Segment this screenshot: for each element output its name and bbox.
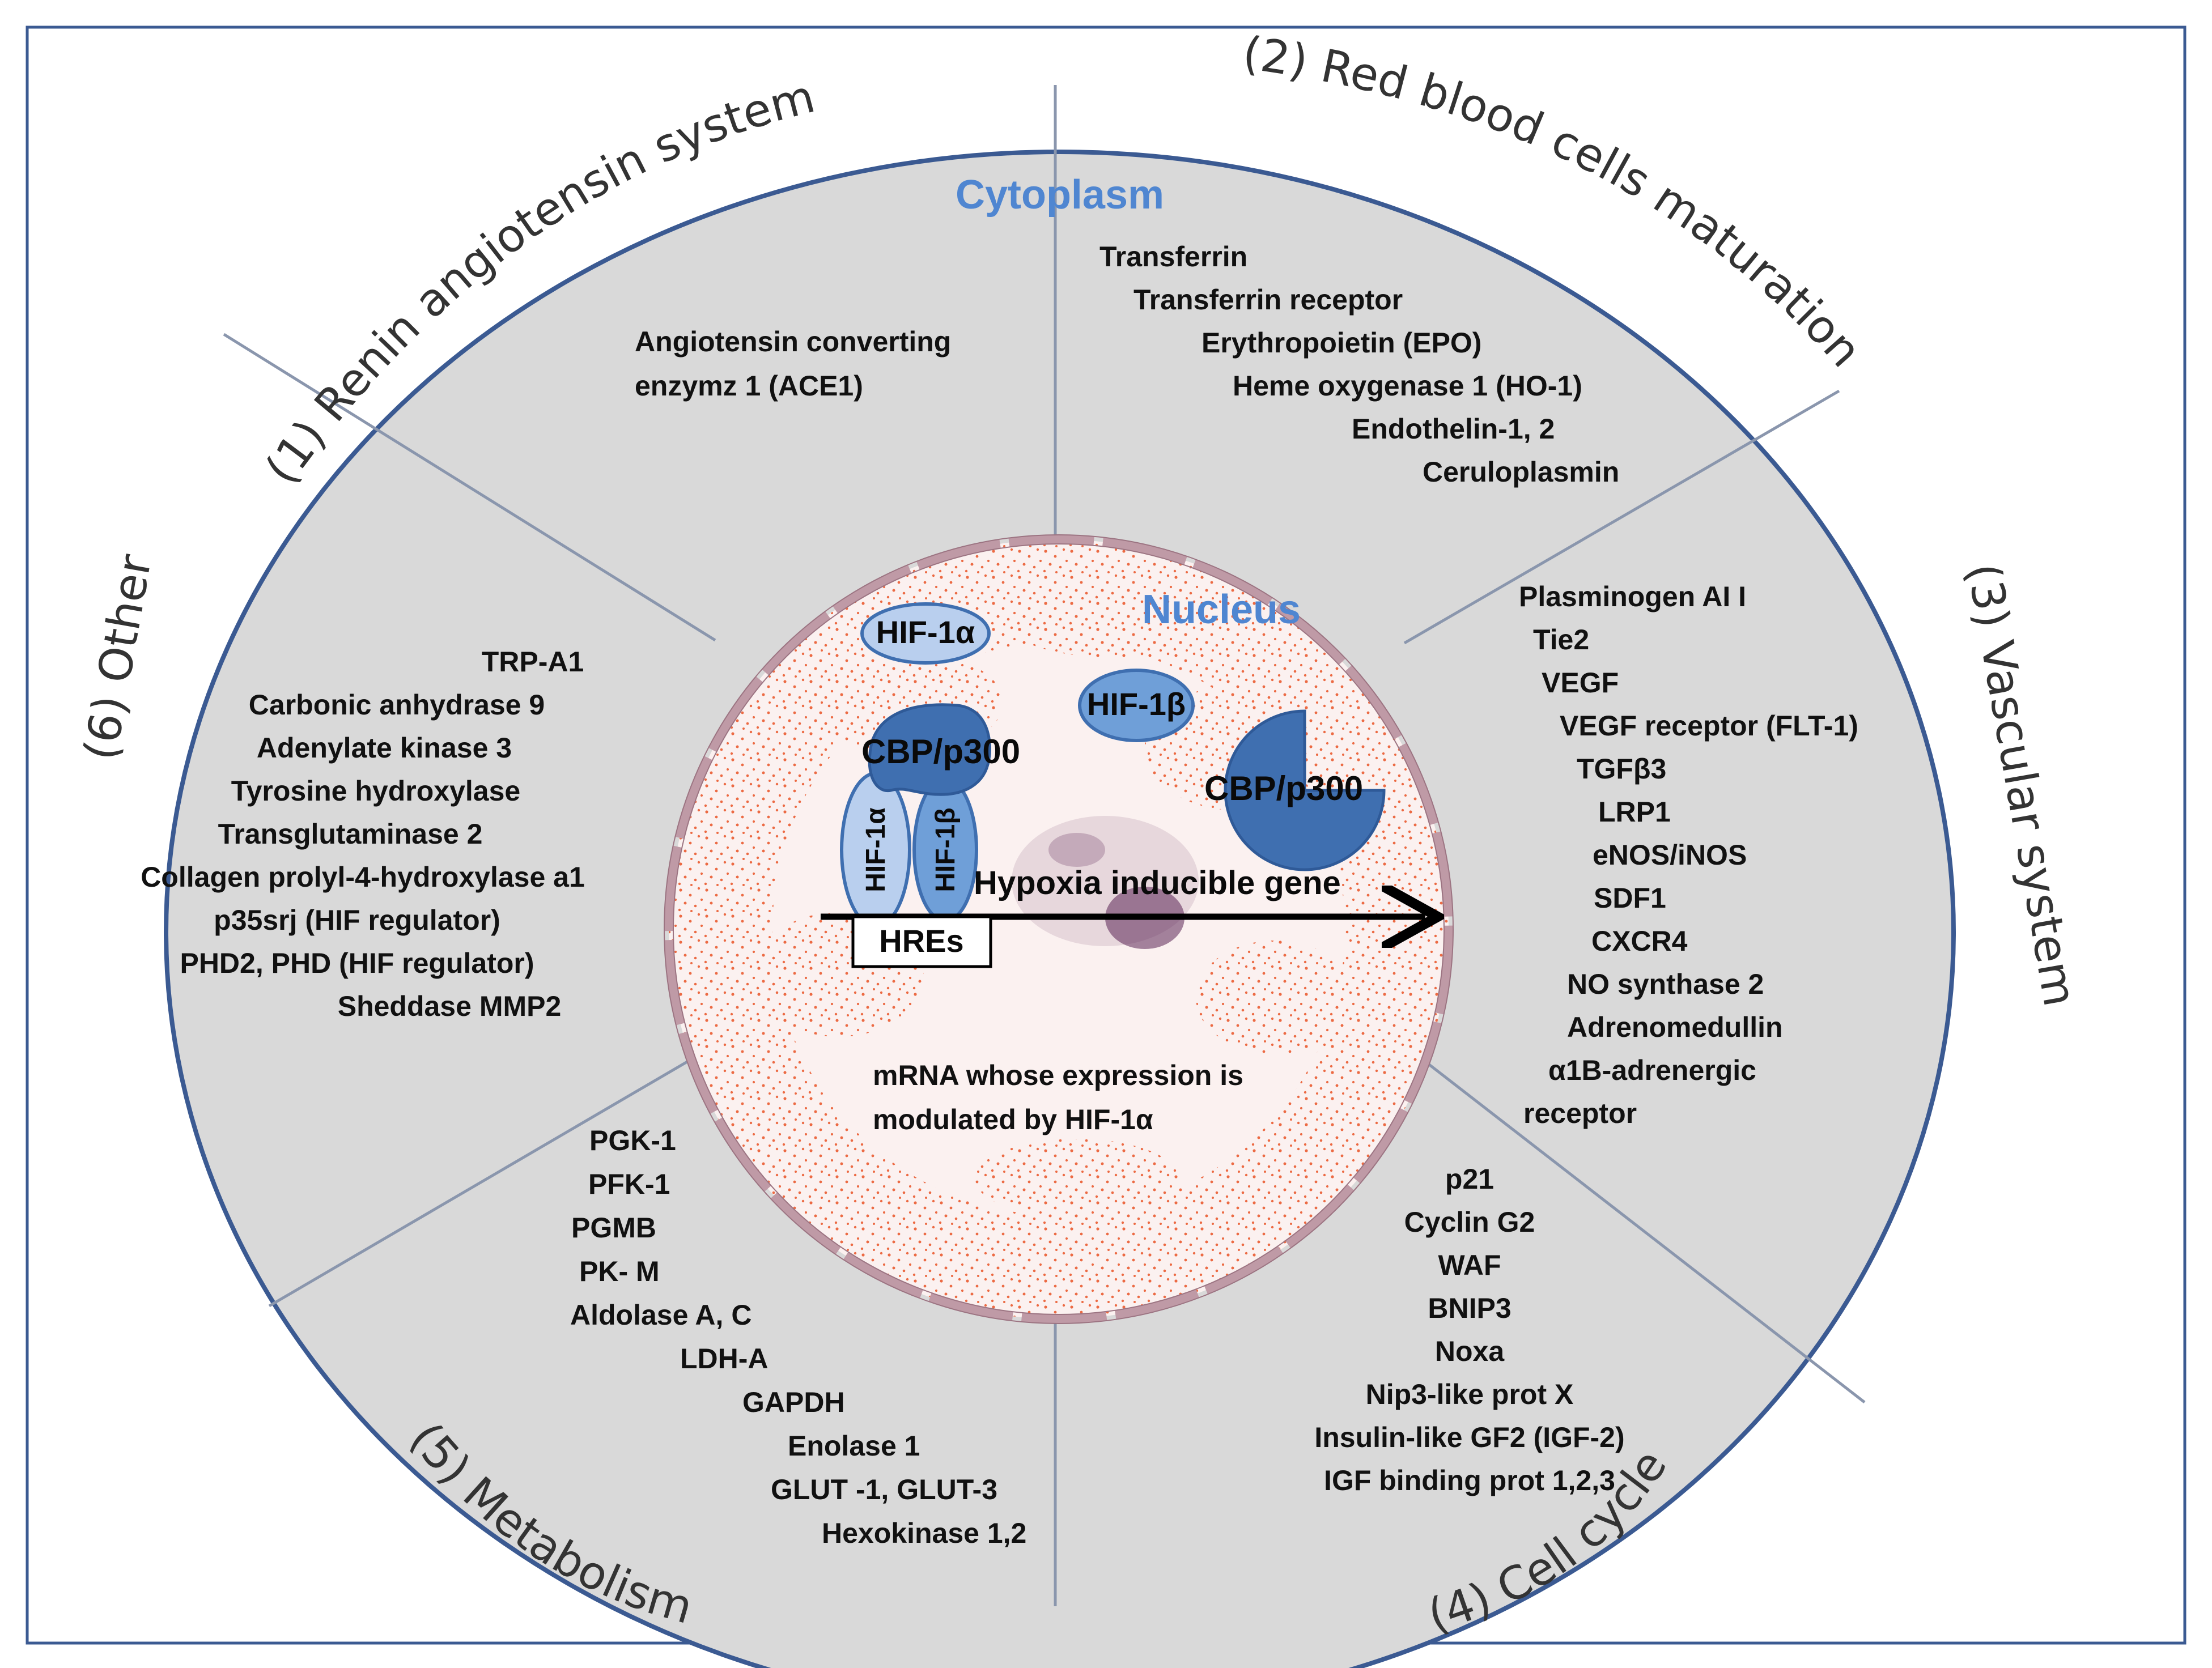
vascular-gene-item: VEGF (1542, 667, 1619, 699)
vascular-gene-item: Plasminogen AI I (1519, 581, 1746, 612)
vascular-gene-item: TGFβ3 (1577, 753, 1666, 785)
cell-cycle-gene-item: BNIP3 (1428, 1292, 1511, 1324)
rbc-gene-item: Erythropoietin (EPO) (1201, 327, 1481, 359)
hres-box (851, 915, 992, 968)
metabolism-gene-item: PK- M (579, 1256, 660, 1287)
rbc-gene-item: Heme oxygenase 1 (HO-1) (1233, 370, 1582, 402)
metabolism-gene-item: PGMB (571, 1212, 656, 1244)
vascular-gene-item: Adrenomedullin (1567, 1011, 1783, 1043)
other-gene-item: Transglutaminase 2 (218, 818, 483, 850)
vascular-gene-item: CXCR4 (1591, 925, 1688, 957)
cell-cycle-gene-item: Cyclin G2 (1404, 1206, 1535, 1238)
nucleus-label: Nucleus (1142, 587, 1301, 632)
speckle-patch (1009, 589, 1213, 657)
cell-cycle-gene-item: WAF (1438, 1249, 1501, 1281)
rbc-gene-item: Transferrin receptor (1133, 284, 1403, 316)
vascular-gene-item: VEGF receptor (FLT-1) (1560, 710, 1858, 742)
metabolism-gene-item: GAPDH (742, 1386, 845, 1418)
other-gene-item: PHD2, PHD (HIF regulator) (180, 947, 534, 979)
cbp-p300-bound-label: CBP/p300 (861, 733, 1020, 771)
speckle-patch (975, 1139, 1179, 1218)
other-gene-item: p35srj (HIF regulator) (214, 904, 500, 936)
hif1b-protein (1078, 669, 1195, 742)
speckle-patch (1196, 941, 1355, 1054)
other-gene-item: TRP-A1 (482, 646, 584, 678)
divider-lower-left (268, 1049, 707, 1308)
metabolism-gene-item: LDH-A (680, 1343, 769, 1375)
cell-cycle-gene-item: Insulin-like GF2 (IGF-2) (1314, 1422, 1624, 1453)
cbp-p300-bound-protein (868, 703, 991, 796)
metabolism-gene-item: Enolase 1 (788, 1430, 920, 1462)
hif1b-bound-label: HIF-1β (931, 807, 961, 892)
other-gene-item: Collagen prolyl-4-hydroxylase a1 (141, 861, 585, 893)
hif1b-label: HIF-1β (1087, 686, 1186, 722)
cytoplasm-label: Cytoplasm (956, 172, 1164, 218)
rbc-gene-item: Ceruloplasmin (1423, 456, 1619, 488)
metabolism-gene-item: GLUT -1, GLUT-3 (771, 1474, 997, 1505)
rbc-gene-item: Transferrin (1099, 241, 1247, 273)
cell-cycle-gene-item: Noxa (1435, 1335, 1505, 1367)
metabolism-gene-item: Aldolase A, C (570, 1299, 752, 1331)
divider-upper-left (223, 333, 716, 642)
other-gene-item: Tyrosine hydroxylase (231, 775, 520, 807)
hif1a-label: HIF-1α (876, 614, 975, 650)
nuclear-envelope-inline (673, 543, 1445, 1315)
vascular-gene-item: SDF1 (1594, 882, 1666, 914)
divider-lower-right (1403, 1044, 1866, 1403)
nuclear-envelope-outline (664, 534, 1454, 1324)
hypoxia-inducible-gene-label: Hypoxia inducible gene (974, 865, 1341, 901)
mrna-caption-line2: modulated by HIF-1α (873, 1104, 1153, 1135)
other-gene-item: Carbonic anhydrase 9 (249, 689, 545, 721)
cell-cycle-gene-item: Nip3-like prot X (1366, 1378, 1574, 1410)
hif1a-bound-label: HIF-1α (861, 807, 891, 892)
other-gene-item: Sheddase MMP2 (338, 990, 562, 1022)
cell-cycle-gene-item: IGF binding prot 1,2,3 (1324, 1465, 1615, 1496)
metabolism-gene-item: Hexokinase 1,2 (822, 1517, 1026, 1549)
vascular-gene-item: LRP1 (1598, 796, 1671, 828)
vascular-gene-item: NO synthase 2 (1567, 968, 1764, 1000)
cbp-p300-free-label: CBP/p300 (1204, 769, 1363, 807)
renin-gene-item: Angiotensin converting (635, 326, 951, 358)
metabolism-gene-item: PFK-1 (588, 1168, 670, 1200)
cbp-p300-free-protein (1224, 709, 1386, 871)
chromatin-core (1048, 833, 1105, 867)
vascular-gene-item: α1B-adrenergic (1548, 1054, 1756, 1086)
hres-label: HREs (879, 923, 963, 959)
sector-dividers (223, 85, 1866, 1606)
mrna-caption-line1: mRNA whose expression is (873, 1059, 1243, 1091)
vascular-gene-item: Tie2 (1533, 624, 1589, 656)
renin-gene-list: Angiotensin converting enzymz 1 (ACE1) (635, 326, 951, 402)
nuclear-envelope (664, 535, 1453, 1324)
vascular-gene-item: eNOS/iNOS (1593, 839, 1747, 871)
divider-upper-right (1403, 389, 1840, 645)
other-gene-item: Adenylate kinase 3 (257, 732, 512, 764)
vascular-gene-item: receptor (1523, 1097, 1637, 1129)
renin-gene-item: enzymz 1 (ACE1) (635, 370, 863, 402)
nucleus: HIF-1α HIF-1β CBP/p300 HIF-1α HIF-1β CBP… (664, 534, 1454, 1324)
cell-cycle-gene-item: p21 (1445, 1163, 1494, 1195)
metabolism-gene-item: PGK-1 (589, 1125, 676, 1156)
rbc-gene-item: Endothelin-1, 2 (1352, 413, 1555, 445)
hif1a-protein (860, 602, 991, 665)
